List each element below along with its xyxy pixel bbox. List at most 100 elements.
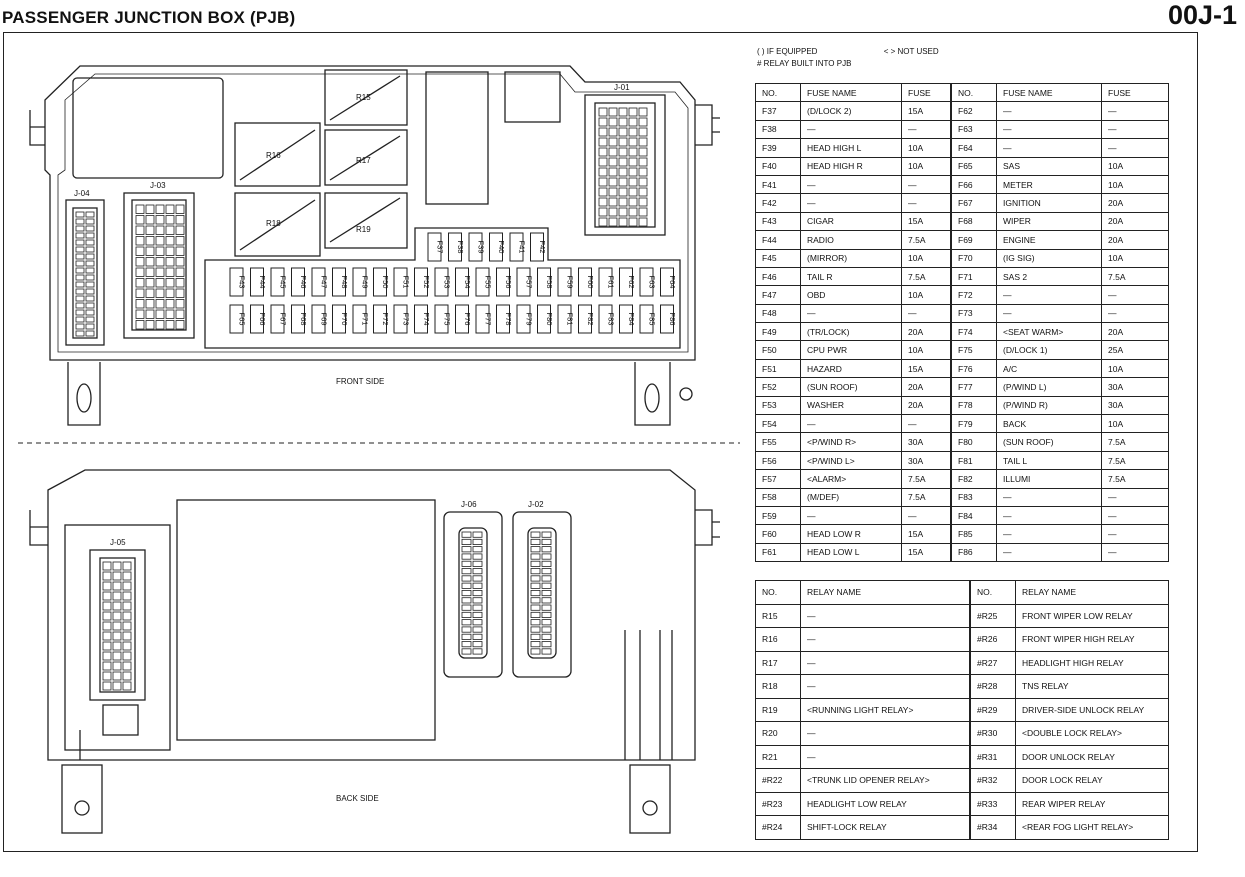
connector-pin bbox=[85, 211, 95, 218]
connector-pin bbox=[85, 267, 95, 274]
connector-pin bbox=[598, 187, 608, 197]
connector-pin bbox=[530, 611, 541, 618]
connector-pin bbox=[135, 267, 145, 277]
connector-pin bbox=[628, 107, 638, 117]
note-not-used: < > NOT USED bbox=[883, 47, 939, 56]
connector-pin bbox=[618, 187, 628, 197]
fuse-slot: F82 bbox=[578, 304, 595, 334]
connector-pin bbox=[75, 218, 85, 225]
fuse-slot: F84 bbox=[619, 304, 636, 334]
fuse-slot-label: F44 bbox=[258, 276, 267, 289]
label-R18: R18 bbox=[266, 219, 281, 228]
table-cell: IGNITION bbox=[996, 193, 1102, 213]
connector-pin bbox=[175, 288, 185, 298]
connector-pin bbox=[155, 215, 165, 225]
connector-pin bbox=[112, 571, 122, 581]
connector-pin bbox=[618, 157, 628, 167]
table-cell: TNS RELAY bbox=[1015, 674, 1169, 699]
table-cell: R18 bbox=[755, 674, 801, 699]
connector-pin bbox=[135, 320, 145, 330]
table-cell: HEADLIGHT HIGH RELAY bbox=[1015, 650, 1169, 675]
table-cell: — bbox=[996, 119, 1102, 140]
connector-pin bbox=[530, 575, 541, 582]
connector-pin bbox=[75, 302, 85, 309]
table-cell: 10A bbox=[901, 340, 952, 360]
table-cell: F85 bbox=[950, 524, 997, 544]
fuse-table-header: NO. FUSE NAME FUSE NO. FUSE NAME FUSE bbox=[755, 82, 1169, 103]
fuse-slot-label: F86 bbox=[668, 313, 677, 326]
connector-pin bbox=[155, 257, 165, 267]
fuse-slot-label: F71 bbox=[361, 313, 370, 326]
connector-pin bbox=[638, 157, 648, 167]
relay-header-no: NO. bbox=[755, 580, 801, 605]
connector-pin bbox=[155, 236, 165, 246]
connector-pin bbox=[175, 267, 185, 277]
connector-pin bbox=[472, 553, 483, 560]
table-cell: F79 bbox=[950, 414, 997, 434]
fuse-slot-label: F48 bbox=[340, 276, 349, 289]
connector-pin bbox=[608, 137, 618, 147]
fuse-slot: F53 bbox=[434, 267, 452, 297]
table-cell: (M/DEF) bbox=[800, 487, 902, 507]
fuse-slot-label: F58 bbox=[545, 276, 554, 289]
connector-pin bbox=[165, 320, 175, 330]
table-cell: F56 bbox=[755, 450, 801, 471]
table-cell: F50 bbox=[755, 340, 801, 360]
connector-pin bbox=[175, 299, 185, 309]
connector-pin bbox=[85, 232, 95, 239]
connector-pin bbox=[155, 278, 165, 288]
table-cell: F52 bbox=[755, 377, 801, 397]
connector-pin bbox=[175, 215, 185, 225]
table-cell: 10A bbox=[1101, 248, 1169, 268]
connector-pin bbox=[135, 246, 145, 256]
connector-pin bbox=[85, 260, 95, 267]
connector-pin bbox=[122, 671, 132, 681]
fuse-slot-label: F46 bbox=[299, 276, 308, 289]
fuse-slot: F85 bbox=[639, 304, 657, 334]
connector-pin bbox=[102, 591, 112, 601]
table-cell: 15A bbox=[901, 542, 952, 563]
connector-pin bbox=[165, 278, 175, 288]
connector-pin bbox=[112, 601, 122, 611]
table-cell: 10A bbox=[1101, 414, 1169, 434]
table-cell: F55 bbox=[755, 432, 801, 452]
page-title: PASSENGER JUNCTION BOX (PJB) bbox=[2, 8, 296, 27]
fuse-slot: F70 bbox=[332, 304, 349, 334]
connector-pin bbox=[541, 648, 552, 655]
table-cell: R17 bbox=[755, 650, 801, 675]
connector-pin bbox=[165, 215, 175, 225]
table-cell: F81 bbox=[950, 450, 997, 471]
fuse-slot-label: F51 bbox=[402, 276, 411, 289]
table-cell: F53 bbox=[755, 395, 801, 416]
table-cell: <ALARM> bbox=[800, 469, 902, 489]
fuse-slot-label: F85 bbox=[648, 313, 657, 326]
connector-pin bbox=[461, 641, 472, 648]
connector-J-02-housing bbox=[512, 511, 572, 678]
table-cell: F76 bbox=[950, 358, 997, 379]
table-cell: F43 bbox=[755, 211, 801, 232]
connector-pin bbox=[75, 260, 85, 267]
connector-pin bbox=[618, 217, 628, 227]
fuse-slot-label: F76 bbox=[463, 313, 472, 326]
connector-pin bbox=[598, 107, 608, 117]
table-cell: METER bbox=[996, 174, 1102, 195]
table-cell: (SUN ROOF) bbox=[800, 377, 902, 397]
connector-pin bbox=[135, 257, 145, 267]
table-cell: F47 bbox=[755, 285, 801, 305]
connector-pin bbox=[75, 316, 85, 323]
connector-pin bbox=[175, 320, 185, 330]
connector-pin bbox=[122, 681, 132, 691]
connector-pin bbox=[85, 281, 95, 288]
connector-pin bbox=[541, 641, 552, 648]
connector-J-03-body bbox=[123, 192, 195, 339]
connector-pin bbox=[85, 288, 95, 295]
table-cell: — bbox=[800, 174, 902, 195]
connector-pin bbox=[165, 204, 175, 214]
connector-pin bbox=[85, 330, 95, 337]
connector-pin bbox=[112, 671, 122, 681]
